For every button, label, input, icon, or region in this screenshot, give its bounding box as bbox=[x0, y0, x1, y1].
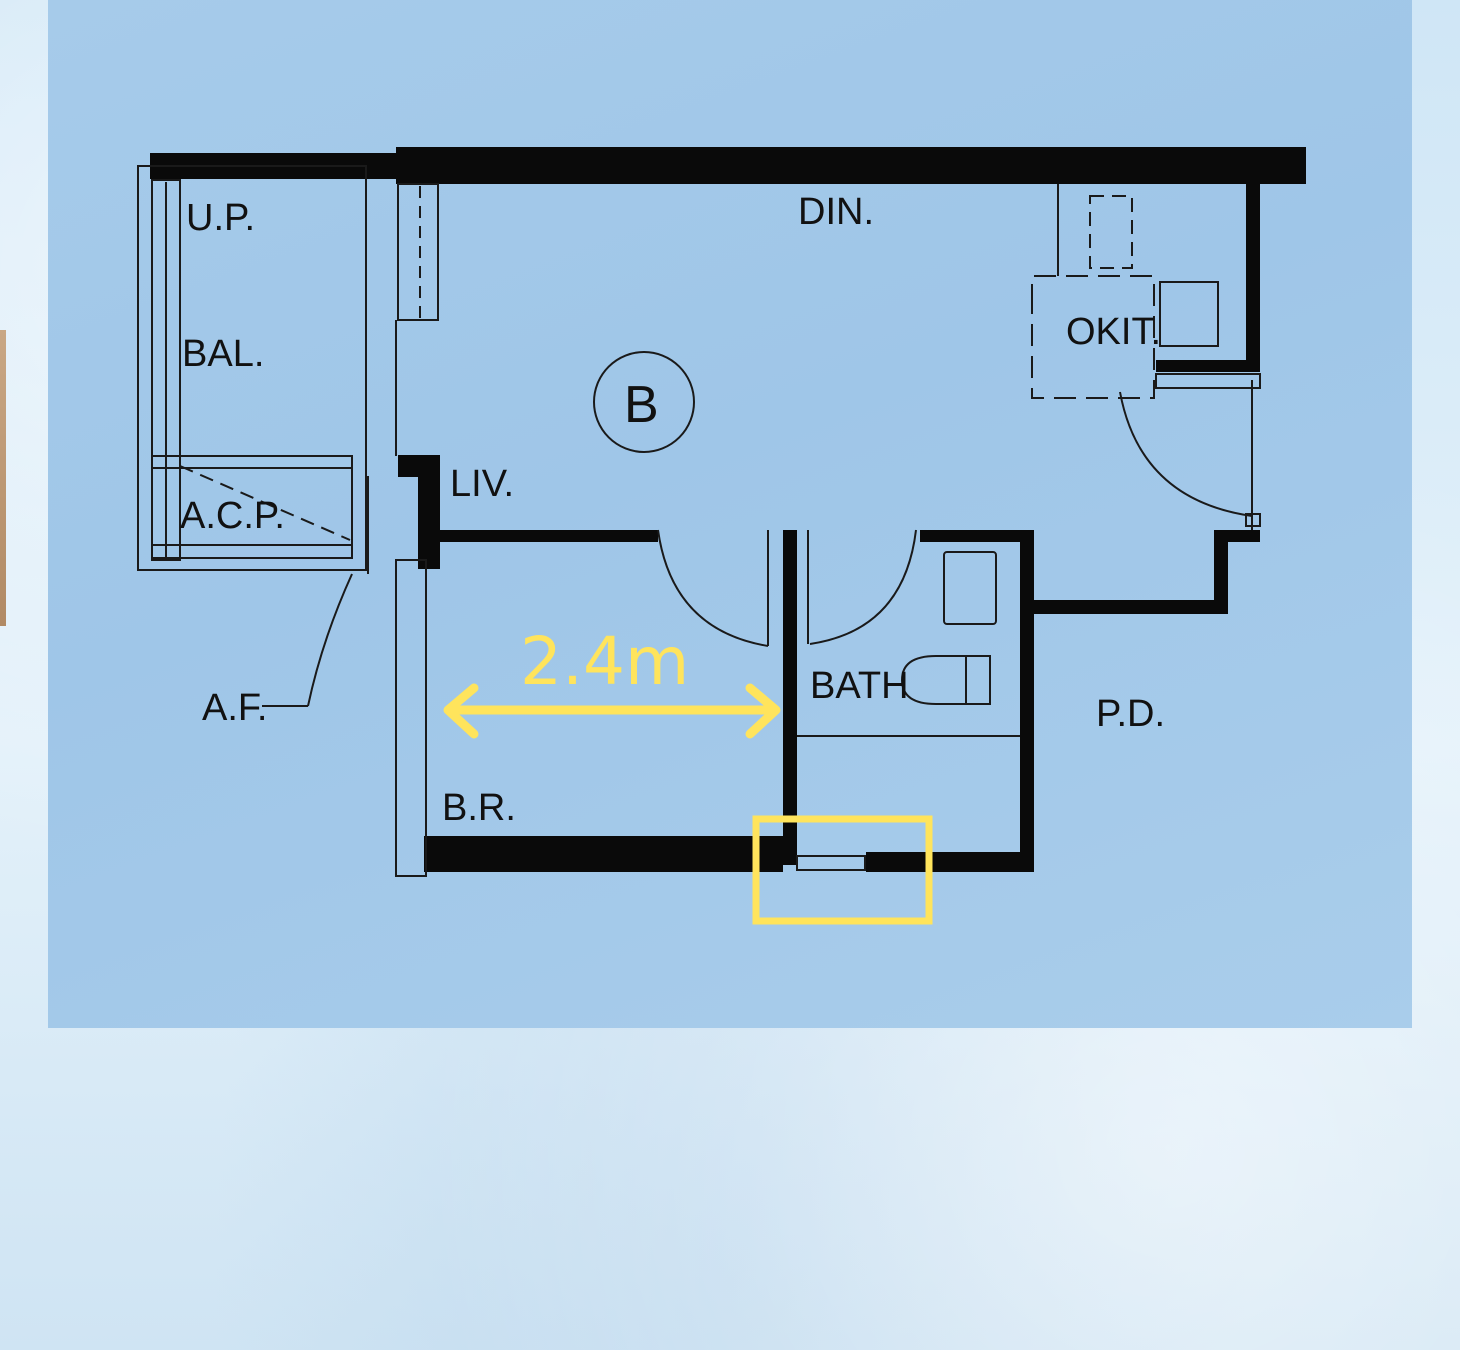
bottom-wall-bath bbox=[866, 852, 1034, 872]
unit-circle bbox=[593, 351, 695, 453]
okit-dashed-outline bbox=[1031, 275, 1155, 399]
bottom-wall-bedroom bbox=[424, 836, 783, 872]
liv-column-vertical bbox=[418, 455, 440, 569]
dimension-label: 2.4m bbox=[520, 623, 689, 700]
bath-basin bbox=[943, 551, 997, 625]
thin-lines bbox=[137, 165, 1261, 877]
highlight-box bbox=[752, 815, 933, 925]
bath-toilet bbox=[900, 655, 991, 705]
bath-divider-wall bbox=[783, 530, 797, 865]
bedroom-top-wall bbox=[420, 530, 658, 542]
label-up: U.P. bbox=[186, 197, 255, 239]
acp-diagonal bbox=[179, 465, 351, 541]
label-af: A.F. bbox=[202, 687, 267, 729]
label-acp: A.C.P. bbox=[180, 495, 285, 537]
liv-window-frame bbox=[397, 183, 439, 321]
label-bal: BAL. bbox=[182, 333, 264, 375]
balcony-window-frame bbox=[151, 179, 181, 561]
kitchen-fridge-dashed bbox=[1089, 195, 1133, 269]
af-leader-curve bbox=[307, 573, 353, 707]
adjacent-image-edge bbox=[0, 330, 6, 626]
kitchen-sink bbox=[1159, 281, 1219, 347]
label-pd: P.D. bbox=[1096, 693, 1165, 735]
acp-box bbox=[151, 455, 353, 559]
bedroom-door-swing bbox=[657, 529, 769, 647]
bath-top-wall bbox=[920, 530, 1032, 542]
pd-top-wall bbox=[1032, 600, 1228, 614]
label-bath: BATH bbox=[810, 665, 909, 707]
bath-window bbox=[796, 855, 866, 871]
pd-top-return bbox=[1214, 530, 1260, 542]
pd-right-wall bbox=[1214, 530, 1228, 614]
label-din: DIN. bbox=[798, 191, 874, 233]
walls bbox=[150, 147, 1306, 872]
kitchen-counter-wall bbox=[1156, 360, 1260, 372]
entry-door-swing bbox=[1119, 391, 1253, 517]
br-window-frame bbox=[395, 559, 427, 877]
top-wall-main bbox=[396, 147, 1306, 184]
label-liv: LIV. bbox=[450, 463, 514, 505]
label-br: B.R. bbox=[442, 787, 516, 829]
label-unit: B bbox=[624, 376, 659, 434]
label-okit: OKIT. bbox=[1066, 311, 1161, 353]
balcony-outline bbox=[137, 165, 367, 571]
bath-door-swing bbox=[809, 529, 917, 645]
right-wall-kitchen bbox=[1246, 184, 1260, 370]
dimension-arrow bbox=[443, 683, 781, 739]
bath-right-wall bbox=[1020, 530, 1034, 872]
